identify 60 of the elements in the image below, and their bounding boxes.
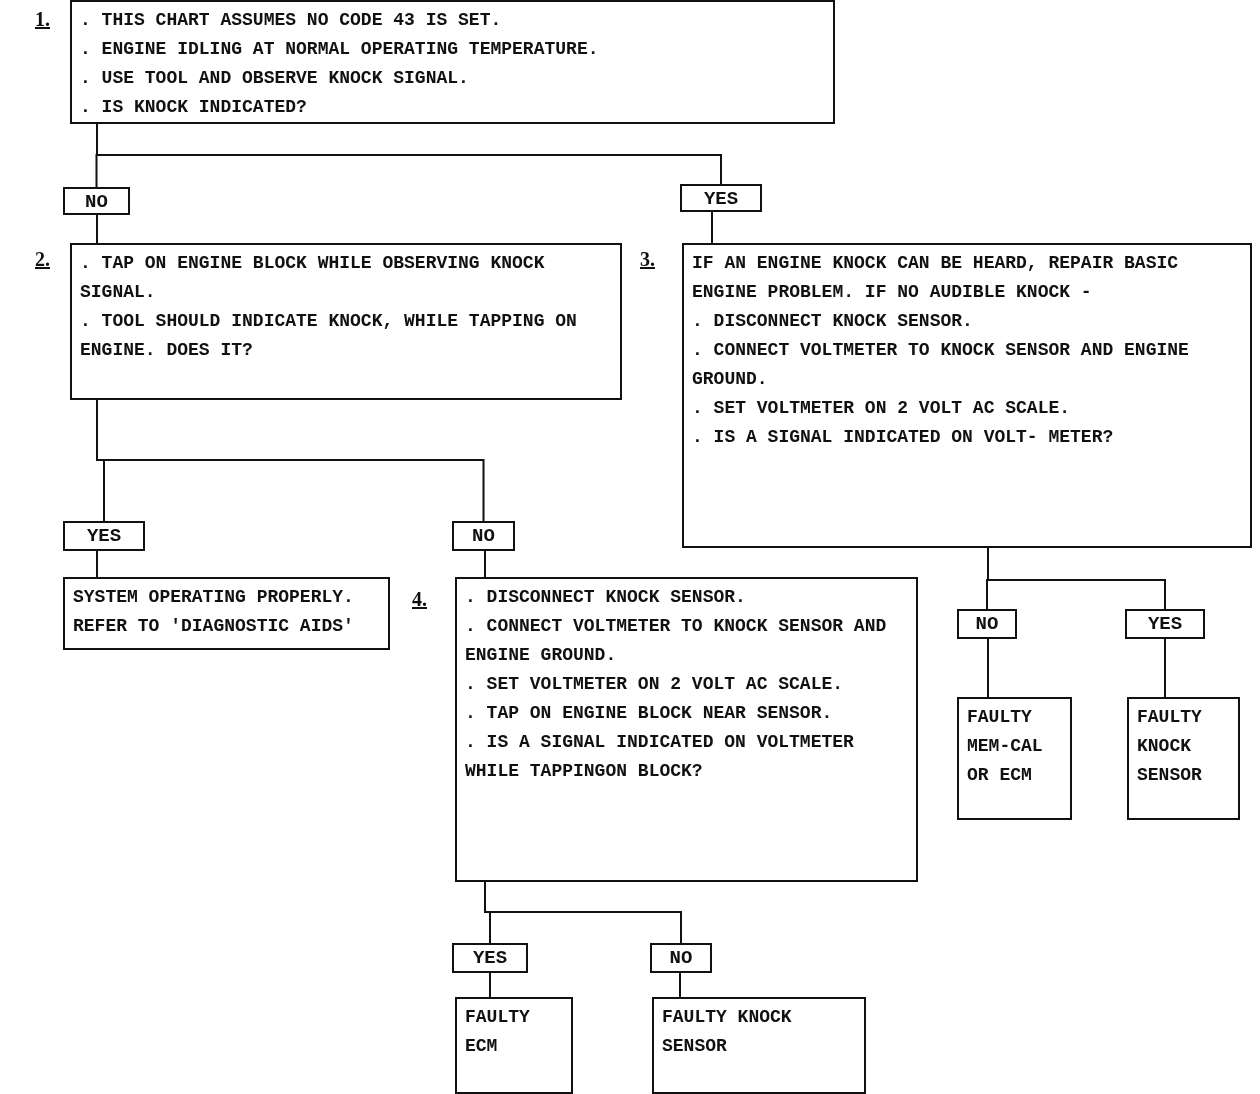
connector-line (489, 972, 491, 998)
step-text: . DISCONNECT KNOCK SENSOR. (692, 310, 974, 333)
step-box (957, 697, 1072, 820)
step-text: . IS A SIGNAL INDICATED ON VOLT- METER? (692, 426, 1115, 449)
step-text: SYSTEM OPERATING PROPERLY. REFER TO 'DIAGNOSTIC AIDS' (73, 586, 355, 638)
step-text: . SET VOLTMETER ON 2 VOLT AC SCALE. (692, 397, 1072, 420)
connector-line (987, 638, 989, 698)
step-box (70, 0, 835, 124)
answer-label: YES (702, 187, 740, 210)
step-text: IF AN ENGINE KNOCK CAN BE HEARD, REPAIR BASIC ENGINE PROBLEM. IF NO AUDIBLE KNOCK - (692, 252, 1180, 304)
step-text: FAULTY KNOCK SENSOR (662, 1006, 793, 1058)
connector-line (96, 550, 98, 578)
step-box (652, 997, 866, 1094)
step-box (455, 577, 918, 882)
step-text: . THIS CHART ASSUMES NO CODE 43 IS SET. (80, 9, 503, 32)
step-text: FAULTY ECM (465, 1006, 531, 1058)
answer-box (63, 187, 130, 215)
answer-label: NO (471, 524, 496, 549)
step-text: . TAP ON ENGINE BLOCK WHILE OBSERVING KNOCK SIGNAL. (80, 252, 546, 304)
step-text: . ENGINE IDLING AT NORMAL OPERATING TEMPERATURE. (80, 38, 600, 61)
step-text: . IS A SIGNAL INDICATED ON VOLTMETER WHILE TAPPINGON BLOCK? (465, 731, 855, 783)
connector-line (484, 550, 486, 578)
connector-line (987, 547, 1166, 610)
step-text: . TAP ON ENGINE BLOCK NEAR SENSOR. (465, 702, 834, 725)
answer-label: YES (471, 946, 509, 971)
step-box (682, 243, 1252, 548)
answer-box (957, 609, 1017, 639)
step-number: 2. (35, 248, 50, 271)
step-box (455, 997, 573, 1094)
answer-label: NO (974, 612, 1000, 637)
step-number: 4. (412, 588, 427, 611)
answer-label: NO (84, 190, 109, 213)
answer-box (650, 943, 712, 973)
step-text: . DISCONNECT KNOCK SENSOR. (465, 586, 747, 609)
connector-line (484, 881, 682, 944)
step-text: FAULTY KNOCK SENSOR (1137, 706, 1203, 787)
step-text: . IS KNOCK INDICATED? (80, 96, 308, 119)
connector-line (711, 211, 713, 244)
answer-label: NO (668, 946, 694, 971)
step-number: 3. (640, 248, 655, 271)
answer-box (680, 184, 762, 212)
connector-line (1164, 638, 1166, 698)
answer-box (1125, 609, 1205, 639)
step-box (1127, 697, 1240, 820)
step-number: 1. (35, 8, 50, 31)
step-box (63, 577, 390, 650)
step-text: . USE TOOL AND OBSERVE KNOCK SIGNAL. (80, 67, 470, 90)
step-text: . SET VOLTMETER ON 2 VOLT AC SCALE. (465, 673, 845, 696)
connector-line (679, 972, 681, 998)
answer-box (452, 943, 528, 973)
step-text: . CONNECT VOLTMETER TO KNOCK SENSOR AND ENGINE GROUND. (692, 339, 1190, 391)
answer-label: YES (1146, 612, 1184, 637)
step-box (70, 243, 622, 400)
step-text: . TOOL SHOULD INDICATE KNOCK, WHILE TAPPING ON ENGINE. DOES IT? (80, 310, 578, 362)
answer-box (452, 521, 515, 551)
answer-label: YES (85, 524, 123, 549)
step-text: FAULTY MEM-CAL OR ECM (967, 706, 1044, 787)
answer-box (63, 521, 145, 551)
connector-line (96, 214, 98, 244)
step-text: . CONNECT VOLTMETER TO KNOCK SENSOR AND ENGINE GROUND. (465, 615, 888, 667)
